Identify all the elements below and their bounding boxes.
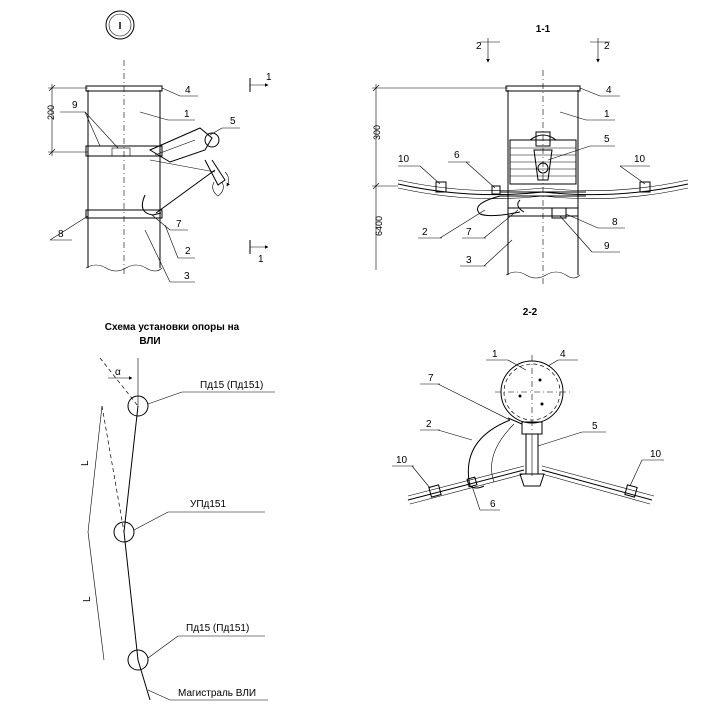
svg-text:5: 5: [230, 116, 236, 127]
svg-text:4: 4: [560, 349, 566, 360]
span-label-1: L: [80, 460, 91, 466]
cut-mark-2-right: 2: [590, 38, 610, 63]
svg-text:1: 1: [266, 72, 272, 83]
pole-view-i: [85, 60, 163, 275]
section-1-1-title: 1-1: [536, 24, 551, 35]
pole-cross-section: [495, 355, 570, 430]
scheme-title-line2: ВЛИ: [139, 336, 160, 347]
svg-text:1: 1: [604, 109, 610, 120]
pole-mid-symbol: [113, 521, 135, 543]
scheme-title-line1: Схема установки опоры на: [105, 322, 240, 333]
svg-text:2: 2: [426, 419, 432, 430]
dim-300-6400: 300 6400: [372, 84, 508, 270]
main-line-label: Магистраль ВЛИ: [178, 688, 256, 699]
svg-text:1: 1: [184, 109, 190, 120]
svg-text:4: 4: [185, 85, 191, 96]
hook-7: [141, 194, 162, 216]
svg-text:6: 6: [454, 150, 460, 161]
view-i-callouts: 4 1 5 9 7 2 3 8: [49, 85, 240, 283]
svg-text:2: 2: [476, 41, 482, 52]
bracket-assembly: [148, 127, 230, 214]
svg-text:1: 1: [492, 349, 498, 360]
view-i: I: [46, 10, 272, 283]
cut-mark-bottom: 1: [249, 240, 269, 265]
span-label-2: L: [82, 596, 93, 602]
pole-top-symbol: [127, 395, 149, 417]
svg-text:2: 2: [185, 246, 191, 257]
svg-text:3: 3: [184, 271, 190, 282]
section-2-2-callouts: 1 4 7 2 5 10 10 6: [392, 349, 664, 511]
cut-mark-top: 1: [249, 72, 272, 92]
svg-text:300: 300: [372, 125, 382, 140]
clamp-band-lower: [85, 209, 163, 219]
svg-text:10: 10: [398, 154, 410, 165]
svg-text:α: α: [115, 367, 121, 378]
svg-text:10: 10: [650, 449, 662, 460]
pole-bottom-label: Пд15 (Пд151): [186, 623, 249, 634]
svg-text:8: 8: [58, 229, 64, 240]
cut-mark-2-left: 2: [476, 38, 500, 63]
dim-200-label: 200: [46, 105, 56, 120]
pole-top-label: Пд15 (Пд151): [200, 380, 263, 391]
bracket-2-2: [519, 421, 545, 487]
svg-text:9: 9: [604, 241, 610, 252]
svg-text:1: 1: [258, 254, 264, 265]
svg-text:2: 2: [422, 227, 428, 238]
section-2-2: 2-2: [392, 307, 664, 511]
installation-scheme: Схема установки опоры на ВЛИ α L L Пд15 …: [80, 322, 275, 701]
svg-text:10: 10: [396, 455, 408, 466]
insulator-1-1: [529, 131, 557, 181]
svg-text:5: 5: [592, 421, 598, 432]
svg-text:4: 4: [606, 85, 612, 96]
line-route: [87, 357, 151, 701]
svg-text:3: 3: [466, 255, 472, 266]
section-1-1-callouts: 4 1 5 10 10 6 8 9 2 7 3: [398, 85, 650, 267]
view-marker: I: [105, 10, 135, 40]
pole-bottom-symbol: [127, 649, 149, 671]
svg-text:7: 7: [466, 227, 472, 238]
wires-1-1: [397, 179, 689, 199]
svg-text:9: 9: [72, 100, 78, 111]
svg-text:7: 7: [176, 219, 182, 230]
clamp-hatched: [509, 139, 577, 185]
svg-text:6400: 6400: [374, 216, 384, 236]
svg-text:2: 2: [604, 41, 610, 52]
view-marker-label: I: [119, 21, 122, 32]
svg-text:8: 8: [612, 217, 618, 228]
svg-text:6: 6: [490, 499, 496, 510]
pole-mid-label: УПд151: [190, 499, 226, 510]
band-8-1-1: [507, 207, 579, 217]
section-2-2-title: 2-2: [523, 307, 538, 318]
svg-text:5: 5: [604, 134, 610, 145]
wires-2-2: [407, 465, 655, 505]
svg-text:7: 7: [428, 373, 434, 384]
alpha-angle: α: [108, 367, 133, 380]
pole-section-1-1: [505, 70, 581, 285]
dim-200: 200: [46, 84, 88, 156]
svg-text:10: 10: [634, 154, 646, 165]
section-1-1: 1-1 2 2: [372, 24, 689, 285]
